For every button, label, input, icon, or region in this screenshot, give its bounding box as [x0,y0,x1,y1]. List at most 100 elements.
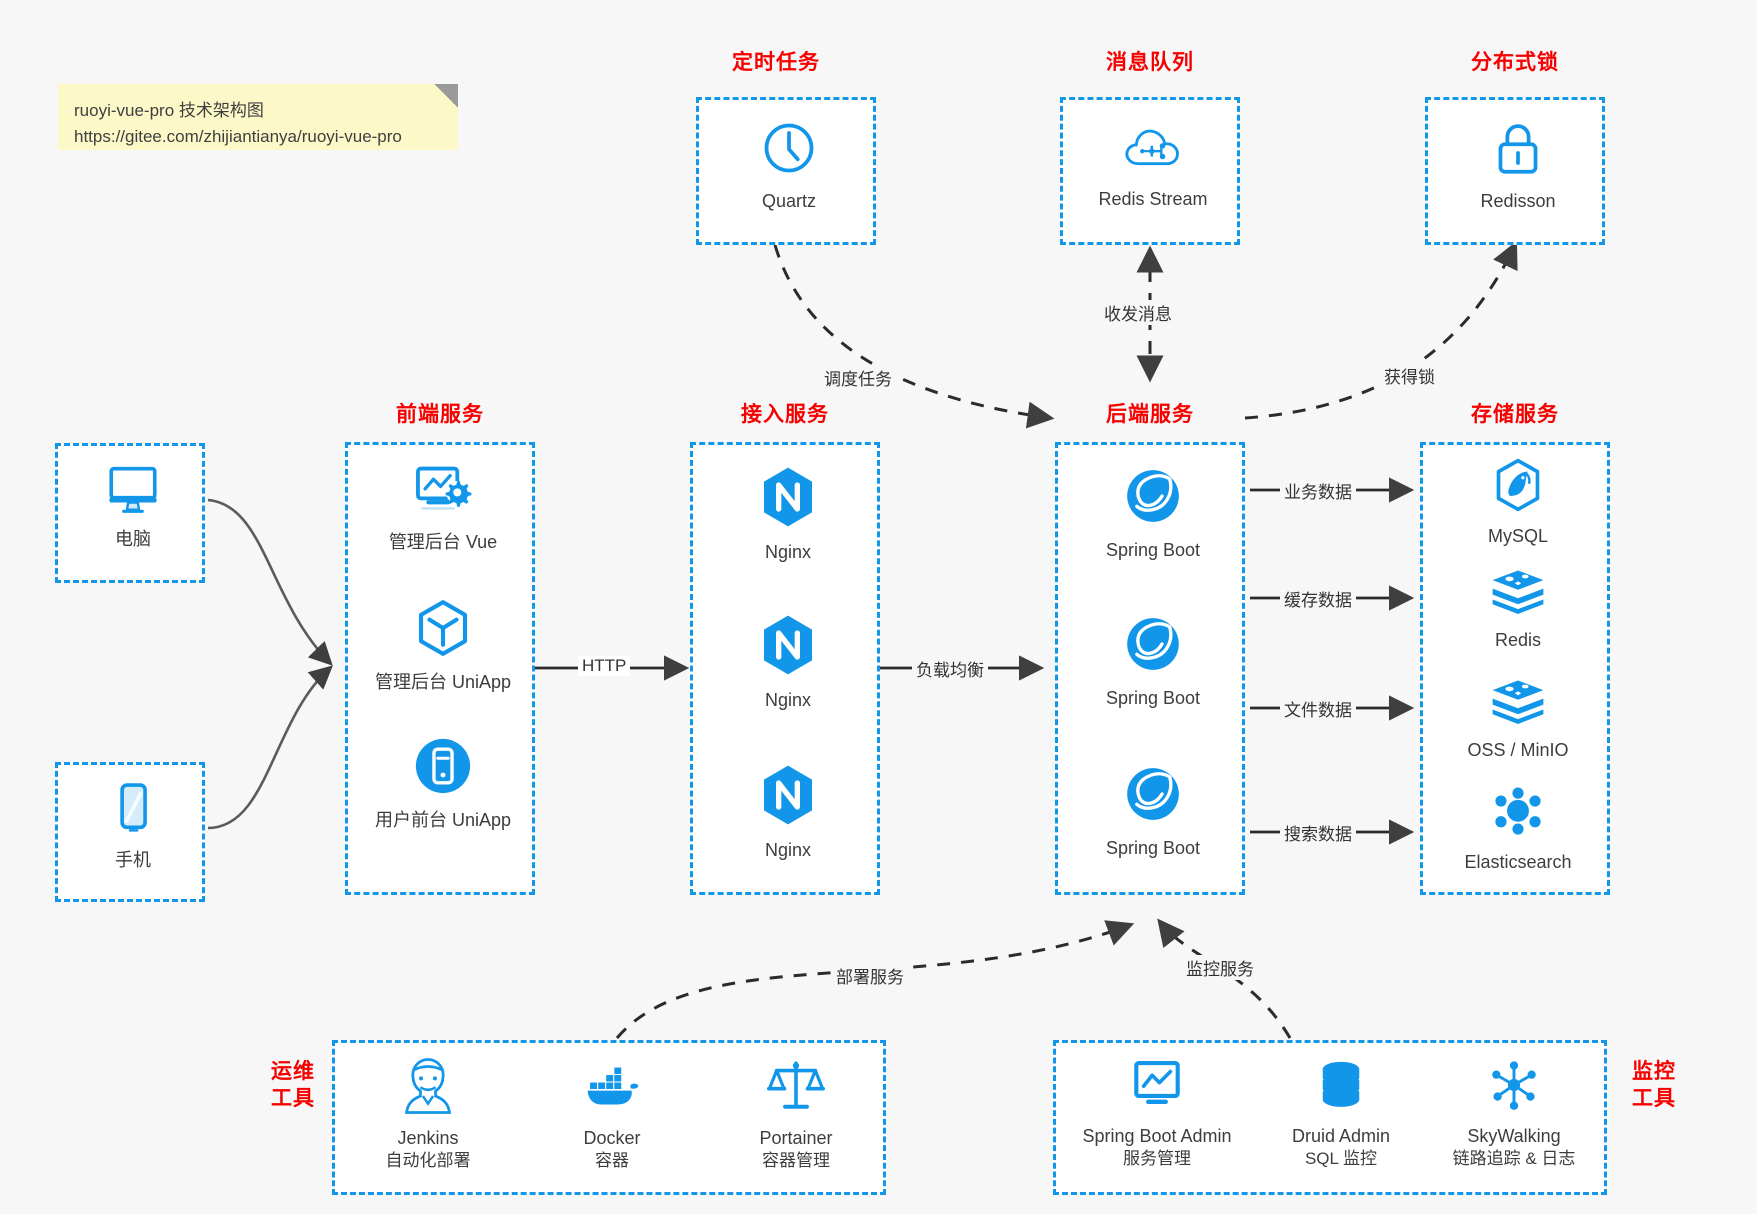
node-redis-stream[interactable]: Redis Stream [1063,118,1243,211]
group-storage: MySQL Redis [1420,442,1610,895]
node-oss-minio[interactable]: OSS / MinIO [1423,675,1613,762]
group-title-devops-line1: 运维 [271,1060,315,1083]
node-label: Redis Stream [1098,189,1208,209]
group-title-monitor-line1: 监控 [1632,1060,1676,1083]
group-title-storage: 存储服务 [1471,403,1559,426]
oss-layers-icon [1489,675,1547,732]
node-mysql[interactable]: MySQL [1423,457,1613,548]
edge-label-schedule-task: 调度任务 [820,365,896,390]
node-label: Redis [1494,630,1542,650]
group-frontend: 管理后台 Vue 管理后台 UniApp 用户前台 UniApp [345,442,535,895]
docker-whale-icon [582,1057,642,1120]
node-sublabel: 服务管理 [1123,1149,1191,1169]
spring-boot-icon [1122,763,1184,830]
monitor-chart-icon [1129,1057,1185,1118]
elasticsearch-icon [1490,785,1546,844]
node-elasticsearch[interactable]: Elasticsearch [1423,785,1613,874]
node-desktop[interactable]: 电脑 [58,460,208,551]
mobile-circle-icon [412,735,474,802]
group-devops: Jenkins 自动化部署 [332,1040,886,1195]
node-label: 管理后台 Vue [388,532,498,552]
node-label: Redisson [1480,191,1556,211]
group-monitor: Spring Boot Admin 服务管理 Druid Admin SQL 监… [1053,1040,1607,1195]
node-admin-uniapp[interactable]: 管理后台 UniApp [348,597,538,694]
spring-boot-icon [1122,465,1184,532]
group-title-scheduler: 定时任务 [732,51,820,74]
node-label: Elasticsearch [1464,852,1572,872]
edge-label-monitor-service: 监控服务 [1182,955,1258,980]
group-title-backend: 后端服务 [1106,403,1194,426]
node-portainer[interactable]: Portainer 容器管理 [711,1055,881,1173]
node-sublabel: SQL 监控 [1304,1149,1378,1169]
node-label: Portainer [759,1128,833,1148]
group-title-monitor: 监控 工具 [1618,1058,1690,1113]
nginx-icon [758,763,818,832]
node-smartphone[interactable]: 手机 [58,779,208,872]
scales-icon [767,1055,825,1120]
node-nginx-1[interactable]: Nginx [693,465,883,564]
edge-label-http: HTTP [578,656,631,676]
node-label: Docker [583,1128,641,1148]
node-spring-boot-2[interactable]: Spring Boot [1058,613,1248,710]
desktop-icon [104,460,162,521]
group-lock: Redisson [1425,97,1605,245]
edge-label-cache-data: 缓存数据 [1280,586,1356,611]
node-label: Nginx [764,690,812,710]
group-title-frontend: 前端服务 [396,403,484,426]
node-user-uniapp[interactable]: 用户前台 UniApp [348,735,538,832]
group-title-monitor-line2: 工具 [1632,1087,1676,1111]
clock-icon [759,118,819,183]
node-label: Quartz [761,191,817,211]
node-admin-vue[interactable]: 管理后台 Vue [348,461,538,554]
edge-label-load-balance: 负载均衡 [912,656,988,681]
node-skywalking[interactable]: SkyWalking 链路追踪 & 日志 [1424,1057,1604,1171]
node-label: OSS / MinIO [1467,740,1569,760]
note-line-url: https://gitee.com/zhijiantianya/ruoyi-vu… [74,127,402,147]
node-label: Spring Boot [1105,838,1201,858]
group-client-mobile: 手机 [55,762,205,902]
nginx-icon [758,613,818,682]
jenkins-butler-icon [400,1057,456,1120]
node-label: Nginx [764,542,812,562]
edge-label-mq-exchange: 收发消息 [1100,300,1176,325]
node-sublabel: 自动化部署 [385,1151,471,1171]
group-gateway: Nginx Nginx Nginx [690,442,880,895]
node-nginx-2[interactable]: Nginx [693,613,883,712]
nginx-icon [758,465,818,534]
node-redis[interactable]: Redis [1423,565,1613,652]
group-client-desktop: 电脑 [55,443,205,583]
node-spring-boot-3[interactable]: Spring Boot [1058,763,1248,860]
cloud-stream-icon [1122,118,1184,181]
node-redisson[interactable]: Redisson [1428,118,1608,213]
node-nginx-3[interactable]: Nginx [693,763,883,862]
group-title-devops: 运维 工具 [258,1058,328,1113]
node-spring-boot-admin[interactable]: Spring Boot Admin 服务管理 [1062,1057,1252,1171]
redis-layers-icon [1489,565,1547,622]
node-spring-boot-1[interactable]: Spring Boot [1058,465,1248,562]
node-label: 电脑 [115,529,151,549]
node-label: 手机 [115,850,151,870]
smartphone-icon [108,779,158,842]
dashboard-gear-icon [412,461,474,524]
node-label: MySQL [1487,526,1548,546]
node-quartz[interactable]: Quartz [699,118,879,213]
edge-label-deploy-service: 部署服务 [832,963,908,988]
edge-label-search-data: 搜索数据 [1280,820,1356,845]
note-card: ruoyi-vue-pro 技术架构图 https://gitee.com/zh… [58,84,458,150]
node-label: Spring Boot [1105,540,1201,560]
node-jenkins[interactable]: Jenkins 自动化部署 [343,1057,513,1173]
spring-boot-icon [1122,613,1184,680]
padlock-icon [1489,118,1547,183]
group-title-lock: 分布式锁 [1471,51,1559,74]
node-sublabel: 链路追踪 & 日志 [1452,1149,1576,1169]
note-fold-corner [434,84,458,108]
database-icon [1314,1057,1368,1118]
mysql-icon [1490,457,1546,518]
node-label: Jenkins [397,1128,459,1148]
node-label: 管理后台 UniApp [374,672,512,692]
group-mq: Redis Stream [1060,97,1240,245]
skywalking-icon [1486,1057,1542,1118]
node-docker[interactable]: Docker 容器 [527,1057,697,1173]
node-druid-admin[interactable]: Druid Admin SQL 监控 [1256,1057,1426,1171]
node-label: Spring Boot [1105,688,1201,708]
